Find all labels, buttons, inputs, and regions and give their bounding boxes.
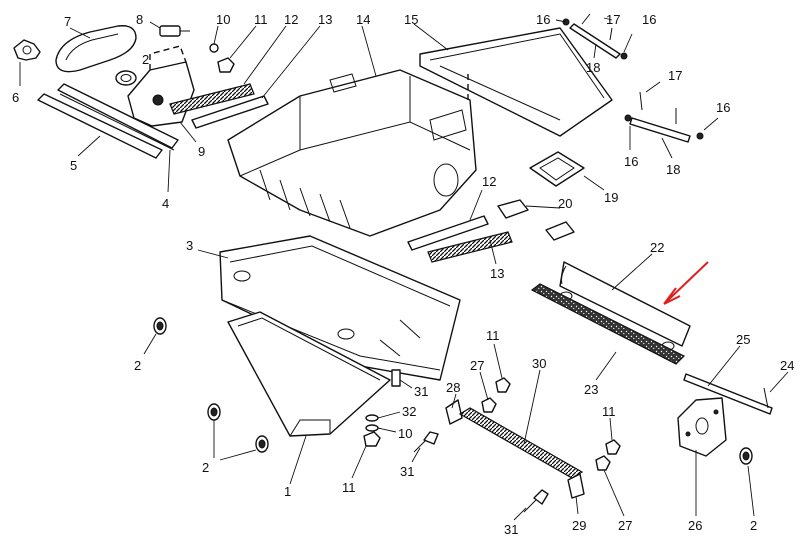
callout-6: 6 [12,90,19,105]
part-2-ring-bottom1 [207,403,221,421]
part-17-pin-mid [639,81,677,124]
callout-31: 31 [400,464,414,479]
part-12-strip-top [169,25,287,115]
callout-24: 24 [780,358,794,373]
part-20-clips [497,199,575,241]
part-24-pin [763,371,789,409]
part-5-strip [37,93,163,159]
part-13-seal-top [191,25,321,129]
lead-16d [703,117,719,131]
callout-3: 3 [186,238,193,253]
part-10-washer-center [365,424,397,433]
callout-10: 10 [398,426,412,441]
part-13-seal-mid [427,231,513,265]
callout-16: 16 [536,12,550,27]
callout-18: 18 [586,60,600,75]
callout-2: 2 [142,52,149,67]
callout-15: 15 [404,12,418,27]
callout-11: 11 [602,404,616,419]
callout-2: 2 [750,518,757,533]
part-2-ring-right [739,447,755,517]
callout-31: 31 [414,384,428,399]
part-17-pin-top [581,13,613,41]
callout-27: 27 [618,518,632,533]
highlight-arrow [663,261,709,305]
part-15-plate [413,23,613,137]
part-3-frame [197,235,461,381]
callout-5: 5 [70,158,77,173]
part-23-brush [530,283,686,381]
callout-16: 16 [716,100,730,115]
callout-11: 11 [342,480,356,495]
part-30-strip [458,369,584,479]
part-18-rod-top [562,18,628,60]
part-29-clip [567,473,585,515]
callout-16: 16 [642,12,656,27]
part-4-strip [57,83,179,193]
callout-23: 23 [584,382,598,397]
callout-17: 17 [668,68,682,83]
callout-8: 8 [136,12,143,27]
part-18-rod-mid [624,114,704,159]
part-7-cover [55,25,137,73]
callout-2: 2 [134,358,141,373]
lead-16b [623,33,633,53]
part-27-nut-a [479,371,497,413]
callout-7: 7 [64,14,71,29]
part-11-nut-center [351,431,381,479]
part-32-washer [365,411,401,422]
callout-12: 12 [284,12,298,27]
part-2-ring-top [115,70,137,86]
callout-11: 11 [486,328,500,343]
part-14-housing [227,25,477,237]
callout-1: 1 [284,484,291,499]
callout-31: 31 [504,522,518,537]
lead-16a [555,19,567,23]
callout-29: 29 [572,518,586,533]
part-2-ring-left [143,317,167,355]
callout-26: 26 [688,518,702,533]
callout-12: 12 [482,174,496,189]
callout-14: 14 [356,12,370,27]
callout-25: 25 [736,332,750,347]
part-11-nut-top [217,25,257,73]
part-28-clip [445,393,463,425]
callout-4: 4 [162,196,169,211]
part-19-plate [529,151,605,191]
part-2-ring-bottom2 [213,420,269,461]
part-31-bolt-center [391,369,413,389]
part-25-shaft [683,345,773,415]
part-31-bolt-bottom [513,489,549,521]
callout-19: 19 [604,190,618,205]
part-6-knob [13,39,41,86]
part-1-funnel [227,311,391,485]
part-11-nut-c [605,417,621,455]
part-31-bolt-lower [411,431,439,463]
callout-27: 27 [470,358,484,373]
callout-22: 22 [650,240,664,255]
part-26-bracket [677,397,727,516]
callout-20: 20 [558,196,572,211]
callout-11: 11 [254,12,268,27]
part-12-strip-mid [407,189,489,251]
callout-2: 2 [202,460,209,475]
callout-16: 16 [624,154,638,169]
callout-28: 28 [446,380,460,395]
part-8-bolt [149,21,190,37]
part-11-nut-b [493,343,511,393]
callout-13: 13 [318,12,332,27]
callout-10: 10 [216,12,230,27]
callout-17: 17 [606,12,620,27]
callout-30: 30 [532,356,546,371]
callout-9: 9 [198,144,205,159]
part-10-washer-top [209,25,219,53]
part-27-nut-b [595,455,625,517]
callout-13: 13 [490,266,504,281]
callout-32: 32 [402,404,416,419]
callout-18: 18 [666,162,680,177]
